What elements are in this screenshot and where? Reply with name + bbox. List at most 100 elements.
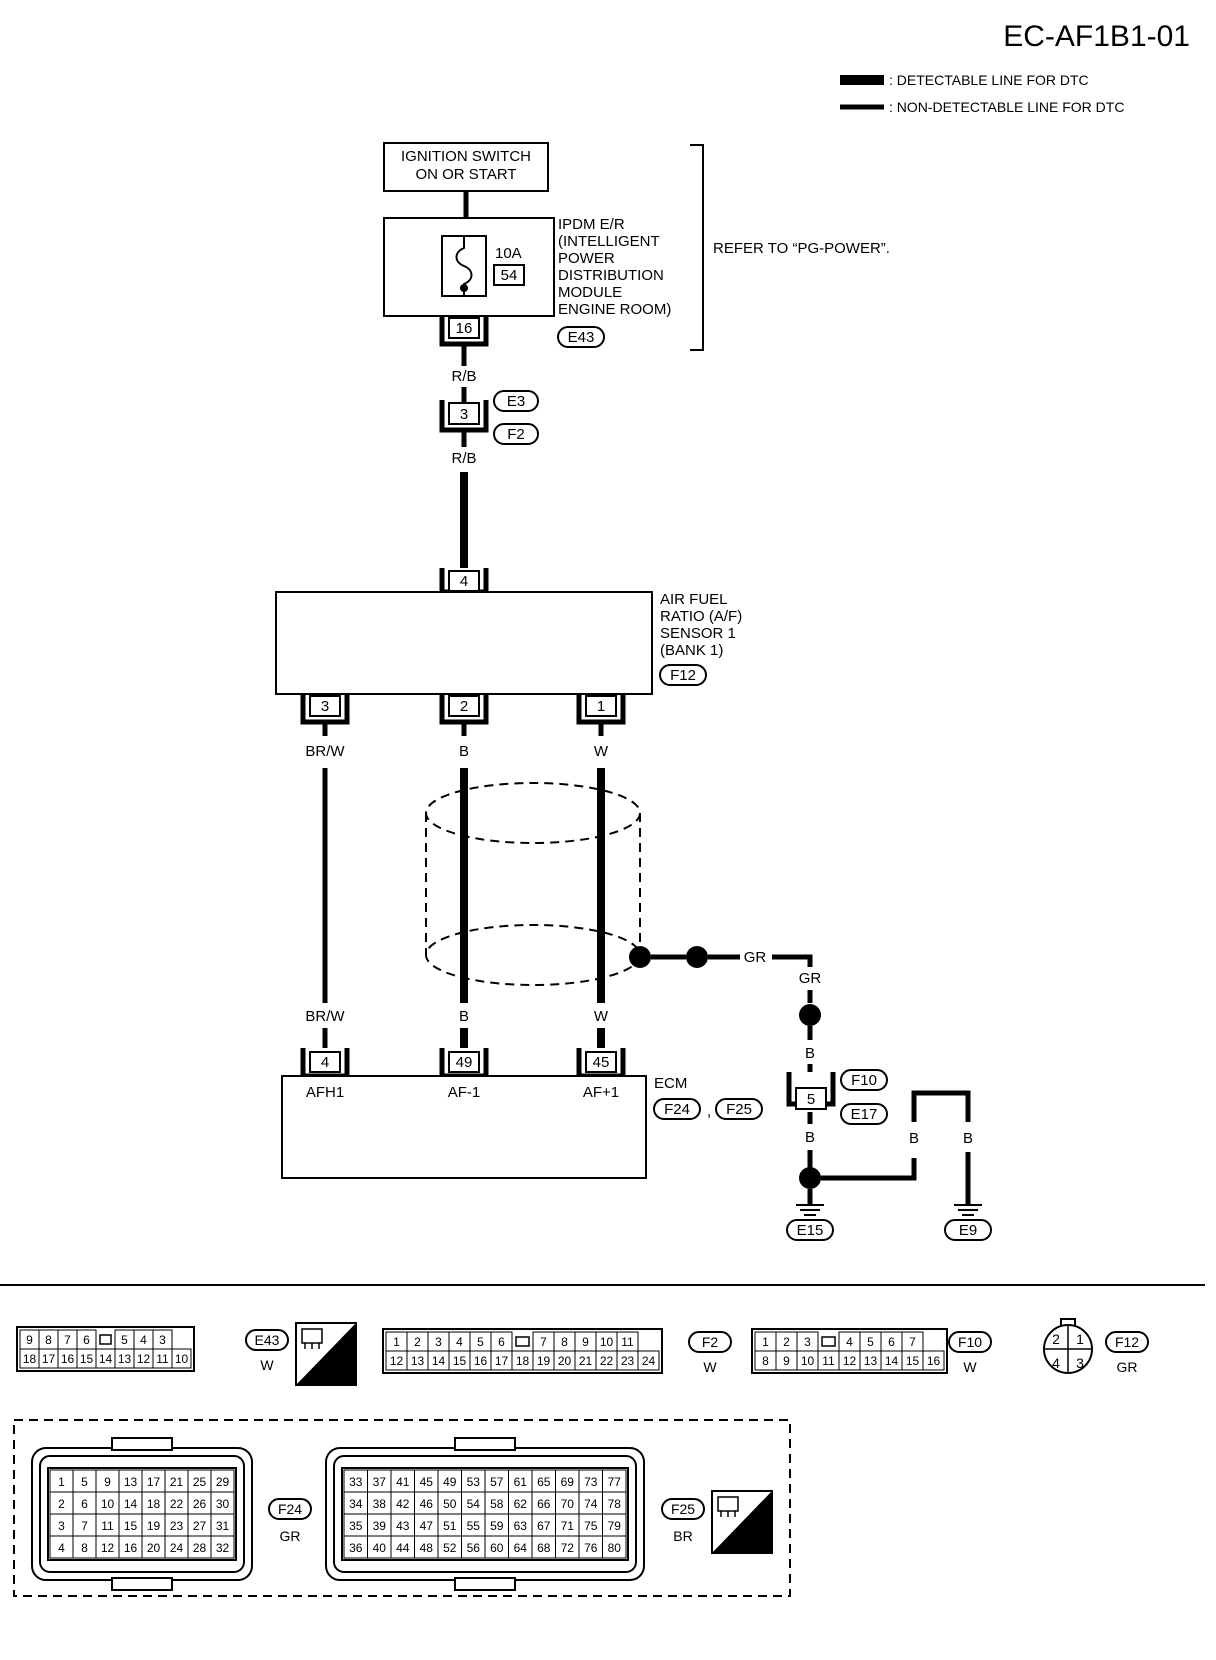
f10-pin-12: 12 <box>843 1354 857 1368</box>
f10-pin-16: 16 <box>927 1354 941 1368</box>
ipdm-line6: ENGINE ROOM) <box>558 301 671 318</box>
sensor-line4: (BANK 1) <box>660 642 723 659</box>
f12-pin-4: 4 <box>1052 1355 1060 1371</box>
ipdm-line2: (INTELLIGENT <box>558 233 660 250</box>
f25-pin-33: 33 <box>349 1475 363 1489</box>
f10-pin-9: 9 <box>783 1354 790 1368</box>
conn-f25-view-label: F25 <box>671 1501 695 1517</box>
conn-f24-color: GR <box>280 1528 301 1544</box>
f2-pin-18: 18 <box>516 1354 530 1368</box>
f25-pin-57: 57 <box>490 1475 504 1489</box>
sensor-pin3: 3 <box>321 698 329 715</box>
f25-pin-38: 38 <box>373 1497 387 1511</box>
ecm-pin45-box <box>585 1051 617 1073</box>
f24-pin-13: 13 <box>124 1475 138 1489</box>
wire-w-top-label: W <box>594 743 609 760</box>
f25-pin-53: 53 <box>467 1475 481 1489</box>
f25-pin-70: 70 <box>561 1497 575 1511</box>
ecm-pin4: 4 <box>321 1054 329 1071</box>
fuse-number-box <box>493 264 525 286</box>
junction1-box <box>448 402 480 425</box>
f24-pin-8: 8 <box>81 1541 88 1555</box>
f25-pin-49: 49 <box>443 1475 457 1489</box>
conn-f10-view-label: F10 <box>958 1334 982 1350</box>
f25-pin-79: 79 <box>608 1519 622 1533</box>
f2-pin-12: 12 <box>390 1354 404 1368</box>
wire-b-top-label: B <box>459 743 469 760</box>
f25-pin-62: 62 <box>514 1497 528 1511</box>
wire-b-label-2: B <box>805 1129 815 1146</box>
sensor-line3: SENSOR 1 <box>660 625 736 642</box>
f24-pin-7: 7 <box>81 1519 88 1533</box>
f24-pin-29: 29 <box>216 1475 230 1489</box>
wire-gr-v-label: GR <box>799 970 822 987</box>
conn-e3-label: E3 <box>507 393 525 410</box>
conn-f10-badge <box>840 1069 888 1091</box>
ecm-terminal-afh1: AFH1 <box>306 1084 344 1101</box>
f10-pin-7: 7 <box>909 1335 916 1349</box>
f25-pin-48: 48 <box>420 1541 434 1555</box>
e43-key-slot <box>99 1334 112 1345</box>
conn-f24-label: F24 <box>664 1101 690 1118</box>
f25-pin-47: 47 <box>420 1519 434 1533</box>
f25-pin-67: 67 <box>537 1519 551 1533</box>
pin-16: 16 <box>456 320 473 337</box>
wire-b-loop <box>911 1090 971 1122</box>
f24-pin-12: 12 <box>101 1541 115 1555</box>
ecm-label: ECM <box>654 1075 687 1092</box>
f2-pin-19: 19 <box>537 1354 551 1368</box>
f2-pin-15: 15 <box>453 1354 467 1368</box>
f2-pin-4: 4 <box>456 1335 463 1349</box>
f24-pin-19: 19 <box>147 1519 161 1533</box>
f25-pin-61: 61 <box>514 1475 528 1489</box>
f25-pin-66: 66 <box>537 1497 551 1511</box>
f25-pin-63: 63 <box>514 1519 528 1533</box>
f2-pin-20: 20 <box>558 1354 572 1368</box>
e43-pin-3: 3 <box>159 1333 166 1347</box>
e43-pin-11: 11 <box>156 1352 169 1366</box>
f25-pin-40: 40 <box>373 1541 387 1555</box>
f25-pin-80: 80 <box>608 1541 622 1555</box>
conn-f25-view-badge <box>661 1498 705 1520</box>
e43-pin-8: 8 <box>45 1333 52 1347</box>
f2-pin-14: 14 <box>432 1354 446 1368</box>
ground-e15-label: E15 <box>797 1222 824 1239</box>
fuse-number: 54 <box>501 267 518 284</box>
diagram-title: EC-AF1B1-01 <box>1003 20 1190 53</box>
f25-pin-37: 37 <box>373 1475 387 1489</box>
ecm-pin4-box <box>309 1051 341 1073</box>
conn-e43-view-badge <box>245 1329 289 1351</box>
ground-icon-e9 <box>954 1204 982 1216</box>
shield-bottom <box>425 924 641 986</box>
shield-top <box>425 782 641 844</box>
f12-pin-1: 1 <box>1076 1331 1084 1347</box>
f25-pin-54: 54 <box>467 1497 481 1511</box>
f25-pin-43: 43 <box>396 1519 410 1533</box>
sensor-pin3-box <box>309 695 341 717</box>
pin-16-box <box>448 317 480 339</box>
wire-b-label-1: B <box>805 1045 815 1062</box>
f24-pin-20: 20 <box>147 1541 161 1555</box>
conn-e43-color: W <box>260 1357 274 1373</box>
conn-e17-label: E17 <box>851 1106 878 1123</box>
f2-pin-22: 22 <box>600 1354 614 1368</box>
e43-pin-16: 16 <box>61 1352 75 1366</box>
f25-pin-69: 69 <box>561 1475 575 1489</box>
f10-pin-1: 1 <box>762 1335 769 1349</box>
f2-pin-8: 8 <box>561 1335 568 1349</box>
f25-pin-72: 72 <box>561 1541 575 1555</box>
f24-pin-22: 22 <box>170 1497 184 1511</box>
f25-pin-50: 50 <box>443 1497 457 1511</box>
f2-pin-21: 21 <box>579 1354 593 1368</box>
wire-b-horizontal <box>821 1158 917 1181</box>
ground-e9-badge <box>944 1219 992 1241</box>
e43-pin-6: 6 <box>83 1333 90 1347</box>
f25-pin-75: 75 <box>584 1519 598 1533</box>
ground-icon-e15 <box>796 1204 824 1216</box>
sensor-line2: RATIO (A/F) <box>660 608 742 625</box>
conn-f12-view-label: F12 <box>1115 1334 1139 1350</box>
ecm-pin49-box <box>448 1051 480 1073</box>
